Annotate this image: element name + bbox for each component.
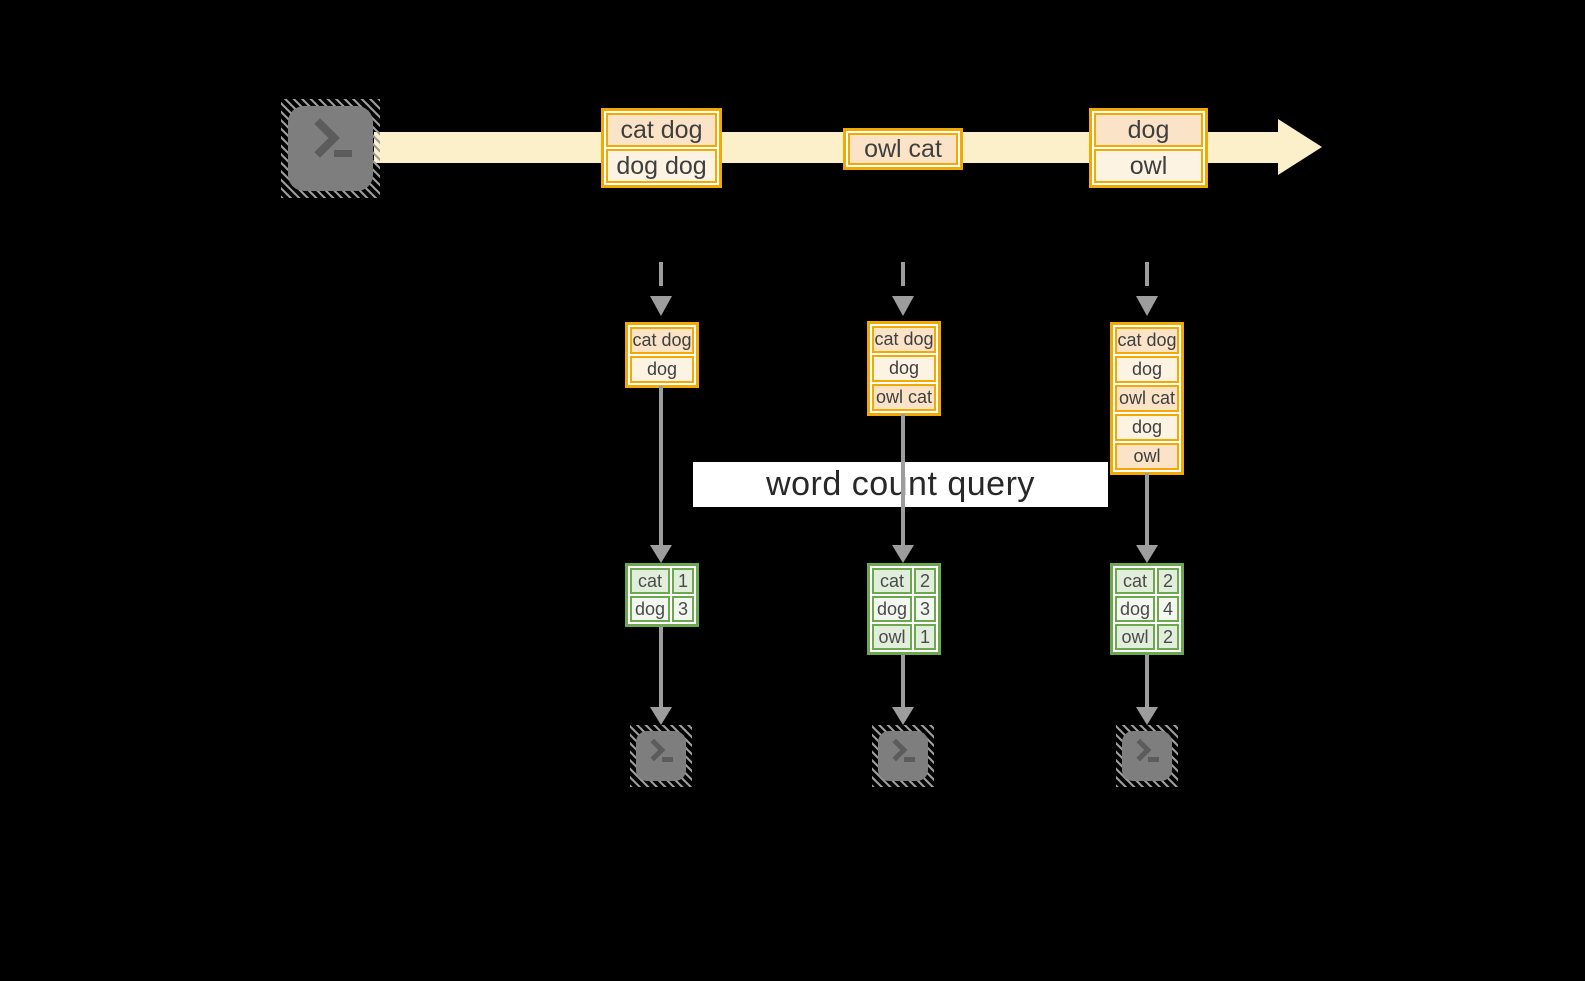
terminal-icon-face [1122, 731, 1172, 781]
dashed-arrow-head [1136, 296, 1158, 316]
flow-arrow-head [892, 707, 914, 725]
buffer-line: owl [1115, 443, 1179, 470]
count-value: 2 [1157, 624, 1179, 650]
count-value: 1 [914, 624, 936, 650]
buffer-line: owl cat [1115, 385, 1179, 412]
batch-line: dog [1094, 113, 1203, 147]
flow-arrow-head [650, 545, 672, 563]
buffer-line: cat dog [872, 326, 936, 353]
dashed-arrow-line [1145, 262, 1149, 286]
flow-arrow-line [659, 386, 663, 547]
count-word: owl [872, 624, 912, 650]
batch-line: dog dog [606, 149, 717, 183]
terminal-icon [1116, 725, 1178, 787]
dashed-arrow-line [659, 262, 663, 286]
buffer-line: cat dog [630, 327, 694, 354]
buffer-stack: cat dog dog dog owl cat [867, 321, 941, 416]
count-word: dog [1115, 596, 1155, 622]
dashed-arrow-line [901, 262, 905, 286]
count-table: cat 2 dog 4 owl 2 [1110, 563, 1184, 655]
count-table: cat 1 dog 3 [625, 563, 699, 627]
prompt-underscore-icon [904, 757, 915, 762]
flow-arrow-line [659, 627, 663, 709]
buffer-stack: cat dog dog dog [625, 322, 699, 388]
terminal-icon-face [636, 731, 686, 781]
count-value: 3 [672, 596, 694, 622]
flow-arrow-head [892, 545, 914, 563]
prompt-underscore-icon [1148, 757, 1159, 762]
batch-line: owl [1094, 149, 1203, 183]
buffer-line: dog dog [1115, 356, 1179, 383]
count-word: cat [1115, 568, 1155, 594]
terminal-icon [281, 99, 380, 198]
count-table: cat 2 dog 3 owl 1 [867, 563, 941, 655]
count-word: cat [630, 568, 670, 594]
query-label: word count query [693, 462, 1108, 507]
dashed-arrow-head [892, 296, 914, 316]
count-value: 4 [1157, 596, 1179, 622]
stream-arrow-head [1278, 119, 1322, 175]
dashed-arrow-head [650, 296, 672, 316]
buffer-line: dog [1115, 414, 1179, 441]
flow-arrow-head [650, 707, 672, 725]
stream-batch: owl cat [843, 128, 963, 170]
buffer-line: cat dog [1115, 327, 1179, 354]
terminal-icon-face [288, 106, 373, 191]
stream-batch: cat dog dog dog [601, 108, 722, 188]
count-value: 3 [914, 596, 936, 622]
flow-arrow-line [1145, 473, 1149, 547]
terminal-icon-face [878, 731, 928, 781]
count-word: cat [872, 568, 912, 594]
flow-arrow-head [1136, 545, 1158, 563]
prompt-underscore-icon [334, 150, 352, 157]
terminal-icon [872, 725, 934, 787]
terminal-icon [630, 725, 692, 787]
count-value: 1 [672, 568, 694, 594]
flow-arrow-head [1136, 707, 1158, 725]
count-value: 2 [1157, 568, 1179, 594]
count-value: 2 [914, 568, 936, 594]
batch-line: cat dog [606, 113, 717, 147]
count-word: owl [1115, 624, 1155, 650]
buffer-stack: cat dog dog dog owl cat dog owl [1110, 322, 1184, 475]
buffer-line: owl cat [872, 384, 936, 411]
flow-arrow-line [901, 655, 905, 709]
flow-arrow-line [901, 414, 905, 547]
stream-batch: dog owl [1089, 108, 1208, 188]
buffer-line: dog dog [630, 356, 694, 383]
prompt-underscore-icon [662, 757, 673, 762]
count-word: dog [872, 596, 912, 622]
buffer-line: dog dog [872, 355, 936, 382]
batch-line: owl cat [848, 133, 958, 165]
flow-arrow-line [1145, 655, 1149, 709]
count-word: dog [630, 596, 670, 622]
